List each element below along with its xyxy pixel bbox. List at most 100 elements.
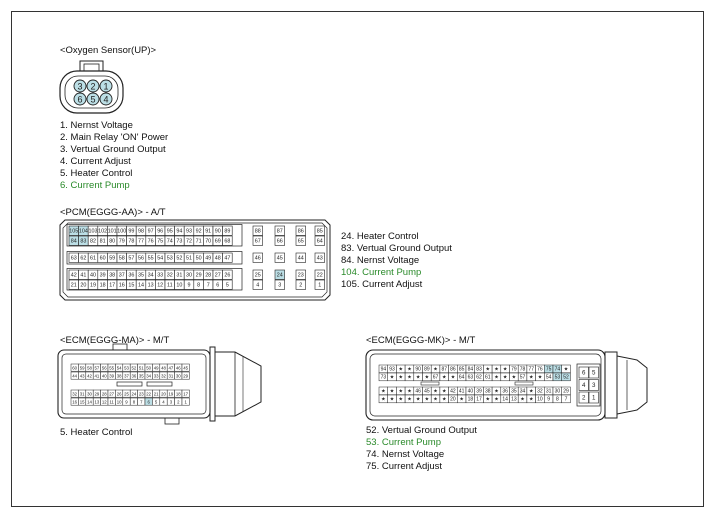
pcm-pin — [295, 279, 306, 290]
pcm-pin-label: 63 — [71, 256, 77, 262]
ma-pin-label: 49 — [154, 365, 159, 370]
pcm-pin-label: 104 — [79, 229, 88, 235]
ma-pin-label: 2 — [177, 399, 180, 404]
ma-pin-label: 37 — [124, 373, 129, 378]
mk-pin-label: ★ — [486, 397, 491, 403]
o2-pin — [73, 79, 87, 93]
ma-pin-label: 20 — [161, 391, 166, 396]
o2-pin — [99, 79, 113, 93]
mk-side-pin-label: 2 — [582, 395, 586, 402]
ma-key — [116, 381, 143, 387]
ma-pin-label: 21 — [154, 391, 159, 396]
mk-pin-label: 41 — [459, 389, 465, 395]
o2-pin-label: 3 — [77, 81, 82, 91]
mk-pin-label: ★ — [442, 397, 447, 403]
ma-pin-label: 16 — [72, 399, 77, 404]
pcm-pin-label: 31 — [176, 273, 182, 279]
mk-pin-label: ★ — [425, 397, 430, 403]
ma-pin-label: 41 — [95, 373, 100, 378]
pcm-block-frame — [66, 268, 243, 291]
mk-pin-label: ★ — [433, 367, 438, 373]
pcm-pin-label: 91 — [205, 229, 211, 235]
pcm-pin-label: 87 — [277, 229, 283, 235]
ma-pin-label: 27 — [109, 391, 114, 396]
mk-pin-label: ★ — [512, 375, 517, 381]
mk-flange — [604, 351, 618, 419]
mk-pin-label: ★ — [399, 375, 404, 381]
o2-legend-item: 2. Main Relay 'ON' Power — [60, 132, 169, 144]
ma-pin-label: 9 — [125, 399, 128, 404]
pcm-pin-label: 77 — [138, 239, 144, 245]
pcm-pin-label: 30 — [186, 273, 192, 279]
pcm-pin-label: 49 — [205, 256, 211, 262]
mk-pin-label: ★ — [494, 375, 499, 381]
ma-pin-label: 33 — [154, 373, 159, 378]
pcm-pin — [222, 225, 233, 236]
pcm-pin-label: 4 — [256, 283, 259, 289]
mk-pin-label: 63 — [468, 375, 474, 381]
ma-pin-label: 24 — [132, 391, 137, 396]
ma-pin-label: 56 — [102, 365, 107, 370]
ma-housing-inner — [61, 353, 207, 415]
mk-key — [420, 381, 440, 386]
pcm-pin-label: 100 — [117, 229, 126, 235]
ma-pin-label: 55 — [109, 365, 114, 370]
mk-pin-label: 83 — [476, 367, 482, 373]
ma-pin-label: 32 — [72, 391, 77, 396]
ma-pin-label: 51 — [139, 365, 144, 370]
mk-pin — [561, 372, 571, 382]
ma-pin-label: 3 — [170, 399, 173, 404]
pcm-pin-label: 21 — [71, 283, 77, 289]
mk-side-pin-label: 4 — [582, 382, 586, 389]
mk-pin-label: 38 — [485, 389, 491, 395]
pcm-pin-label: 57 — [128, 256, 134, 262]
ma-pin-label: 19 — [169, 391, 174, 396]
mk-pin-label: 87 — [441, 367, 447, 373]
ma-pin-label: 29 — [183, 373, 188, 378]
mk-pin-label: ★ — [442, 389, 447, 395]
mk-pin-label: 64 — [459, 375, 465, 381]
mk-pin-label: ★ — [425, 375, 430, 381]
mk-pin-label: 61 — [485, 375, 491, 381]
mk-pin-label: 52 — [563, 375, 569, 381]
pcm-pin — [222, 279, 233, 290]
pcm-pin-label: 80 — [109, 239, 115, 245]
pcm-pin-label: 55 — [148, 256, 154, 262]
pcm-pin-label: 15 — [128, 283, 134, 289]
pcm-pin-label: 102 — [98, 229, 107, 235]
mk-pin-label: 57 — [520, 375, 526, 381]
pcm-legend-item: 83. Vertual Ground Output — [341, 243, 452, 255]
mk-pin-label: 84 — [468, 367, 474, 373]
mk-pin-label: ★ — [433, 389, 438, 395]
mk-pin-label: ★ — [399, 367, 404, 373]
ma-pin-label: 43 — [80, 373, 85, 378]
mk-pin-label: ★ — [442, 375, 447, 381]
ma-pin-label: 48 — [161, 365, 166, 370]
pcm-block-frame — [66, 251, 243, 265]
mk-pin-label: 30 — [555, 389, 561, 395]
mk-pin-label: ★ — [486, 367, 491, 373]
pcm-pin-label: 38 — [109, 273, 115, 279]
pcm-pin-label: 64 — [317, 239, 323, 245]
ma-pin-label: 29 — [95, 391, 100, 396]
ma-pin — [181, 389, 190, 398]
ma-pin-label: 58 — [87, 365, 92, 370]
pcm-pin-label: 51 — [186, 256, 192, 262]
ma-pin-label: 30 — [176, 373, 181, 378]
pcm-pin — [222, 252, 233, 263]
mk-pin-label: 94 — [381, 367, 387, 373]
mk-pin-label: 8 — [556, 397, 559, 403]
ma-pin-label: 34 — [146, 373, 151, 378]
ma-pin-label: 15 — [80, 399, 85, 404]
ma-pin-label: 52 — [132, 365, 137, 370]
ma-pin-label: 5 — [155, 399, 158, 404]
pcm-pin-label: 67 — [255, 239, 261, 245]
pcm-pin — [295, 235, 306, 246]
pcm-pin — [222, 235, 233, 246]
mk-pin-label: 89 — [424, 367, 430, 373]
ma-pin-label: 31 — [80, 391, 85, 396]
pcm-pin — [252, 235, 263, 246]
pcm-pin — [252, 279, 263, 290]
pcm-pin-label: 28 — [205, 273, 211, 279]
